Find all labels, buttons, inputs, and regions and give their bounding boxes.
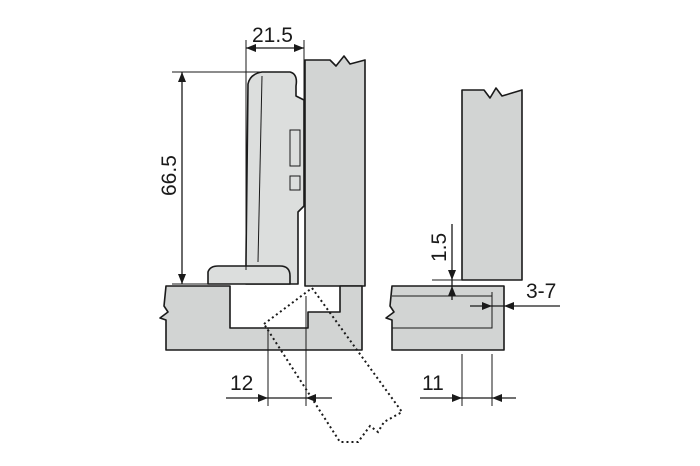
arrow-66-5-bottom	[178, 274, 186, 284]
arrow-12-right	[306, 394, 316, 402]
hinge-arm-edge	[257, 75, 263, 263]
arrow-3-7-right	[504, 302, 514, 310]
dim-label-1-5: 1.5	[428, 233, 451, 262]
dim-label-11: 11	[422, 372, 444, 395]
mounting-plate	[207, 265, 291, 285]
dim-label-12: 12	[230, 372, 253, 395]
cabinet-side-panel	[304, 55, 366, 287]
door-open-position	[262, 286, 404, 443]
arrow-21-5-left	[246, 44, 256, 52]
arrow-1-5-top	[448, 270, 456, 280]
arrow-3-7-left	[482, 302, 492, 310]
arrow-66-5-top	[178, 72, 186, 82]
arrow-11-right	[492, 394, 502, 402]
arrow-12-left	[258, 394, 268, 402]
door-panel-left	[159, 285, 363, 351]
hinge-arm-detail	[289, 129, 301, 191]
arrow-21-5-right	[294, 44, 304, 52]
hinge-arm	[245, 71, 305, 285]
dim-label-66-5: 66.5	[158, 155, 181, 196]
dim-label-3-7: 3-7	[526, 280, 556, 303]
dim-label-21-5: 21.5	[252, 24, 293, 47]
arrow-1-5-bottom	[448, 286, 456, 296]
arrow-11-left	[452, 394, 462, 402]
cup-recess	[229, 286, 308, 329]
cabinet-side-panel-right	[461, 87, 523, 281]
